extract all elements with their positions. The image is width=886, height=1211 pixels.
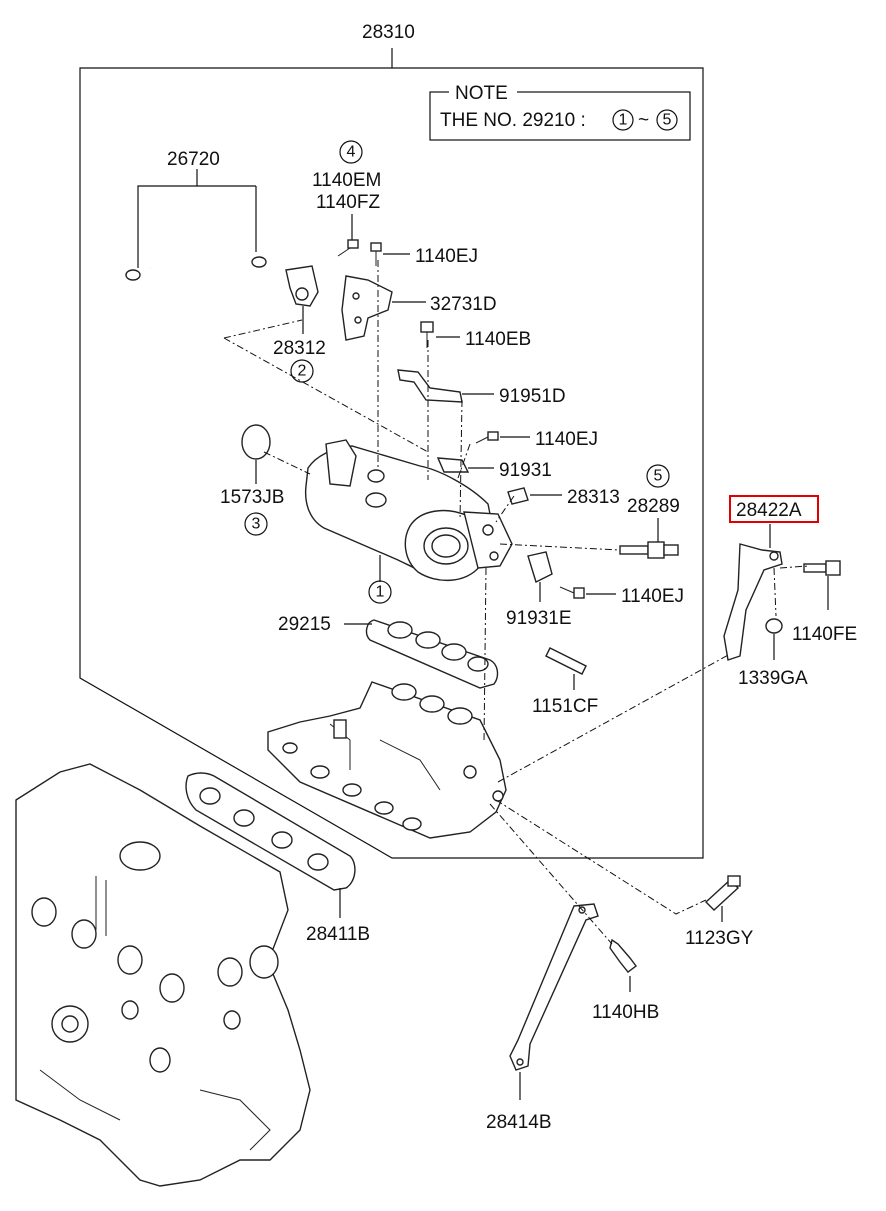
label-gasket-28411b[interactable]: 28411B bbox=[306, 924, 370, 945]
gasket-28411b-part bbox=[185, 772, 356, 918]
sensor-28289-part bbox=[619, 541, 679, 559]
note-range-from: 1 bbox=[619, 112, 628, 129]
label-bolt-1140em[interactable]: 1140EM bbox=[312, 170, 381, 191]
circle-num-4: 4 bbox=[347, 144, 356, 161]
bracket-91951d-part bbox=[397, 369, 494, 403]
label-sensor-28289[interactable]: 28289 bbox=[627, 496, 680, 517]
label-stud-1151cf[interactable]: 1151CF bbox=[532, 696, 598, 717]
intake-manifold-part bbox=[267, 681, 507, 839]
stay-28414b-part bbox=[509, 903, 599, 1100]
label-bracket-28422a[interactable]: 28422A bbox=[736, 500, 802, 521]
label-stay-28414b[interactable]: 28414B bbox=[486, 1112, 552, 1133]
label-pin-28313[interactable]: 28313 bbox=[567, 487, 620, 508]
bolt-1140em-part bbox=[337, 239, 359, 257]
label-bracket-32731d[interactable]: 32731D bbox=[430, 294, 497, 315]
bolt-1140hb-part bbox=[609, 938, 637, 992]
label-nut-1339ga[interactable]: 1339GA bbox=[738, 668, 808, 689]
note-range-sep: ~ bbox=[638, 110, 649, 131]
label-bracket-91951d[interactable]: 91951D bbox=[499, 386, 566, 407]
bolt-1123gy-part bbox=[704, 875, 741, 922]
stud-1151cf-part bbox=[545, 647, 587, 690]
assembly-frame bbox=[79, 48, 704, 859]
note-box: NOTE THE NO. 29210 : 1 ~ 5 bbox=[429, 82, 691, 141]
bracket-91931-part bbox=[436, 457, 494, 473]
gasket-29215-part bbox=[344, 619, 499, 689]
fitting-28312-part bbox=[285, 265, 319, 334]
bracket-91931e-part bbox=[527, 551, 553, 602]
label-plug-1573jb[interactable]: 1573JB bbox=[220, 487, 284, 508]
circle-num-3: 3 bbox=[252, 516, 261, 533]
bolt-1140ej-mid-part bbox=[475, 431, 530, 444]
bolt-1140ej-low-part bbox=[559, 586, 616, 599]
label-bolt-1140eb[interactable]: 1140EB bbox=[465, 329, 531, 350]
bracket-32731d-part bbox=[341, 275, 426, 341]
nut-1339ga-part bbox=[765, 618, 783, 660]
label-bolt-1140ej-low[interactable]: 1140EJ bbox=[621, 586, 684, 607]
circle-num-5: 5 bbox=[654, 468, 663, 485]
label-bracket-91931[interactable]: 91931 bbox=[499, 460, 552, 481]
bolt-1140eb-part bbox=[420, 321, 460, 348]
bolt-1140ej-top-part bbox=[370, 242, 410, 266]
bolt-1140fe-part bbox=[803, 560, 841, 610]
label-bolt-1140fz[interactable]: 1140FZ bbox=[316, 192, 380, 213]
note-range-to: 5 bbox=[663, 112, 672, 129]
note-title: NOTE bbox=[455, 83, 508, 104]
circle-num-1: 1 bbox=[376, 584, 385, 601]
label-bolt-1140ej-mid[interactable]: 1140EJ bbox=[535, 429, 598, 450]
housing-29210-part bbox=[304, 439, 513, 582]
note-text: THE NO. 29210 : bbox=[440, 110, 586, 131]
engine-block-part bbox=[15, 763, 311, 1187]
plug-1573jb-part bbox=[241, 424, 271, 484]
label-hose-26720[interactable]: 26720 bbox=[167, 149, 220, 170]
label-assy-28310[interactable]: 28310 bbox=[362, 22, 415, 43]
label-fitting-28312[interactable]: 28312 bbox=[273, 338, 326, 359]
label-bolt-1140fe[interactable]: 1140FE bbox=[792, 624, 857, 645]
guide-lines bbox=[223, 260, 809, 945]
label-gasket-29215[interactable]: 29215 bbox=[278, 614, 331, 635]
label-bolt-1140hb[interactable]: 1140HB bbox=[592, 1002, 659, 1023]
label-bracket-91931e[interactable]: 91931E bbox=[506, 608, 572, 629]
circle-num-2: 2 bbox=[298, 363, 307, 380]
highlight-box bbox=[729, 495, 819, 523]
hose-26720-part bbox=[125, 169, 267, 281]
label-bolt-1123gy[interactable]: 1123GY bbox=[685, 928, 754, 949]
pin-28313-part bbox=[507, 487, 562, 505]
label-bolt-1140ej-top[interactable]: 1140EJ bbox=[415, 246, 478, 267]
bracket-28422a-part bbox=[723, 524, 783, 661]
